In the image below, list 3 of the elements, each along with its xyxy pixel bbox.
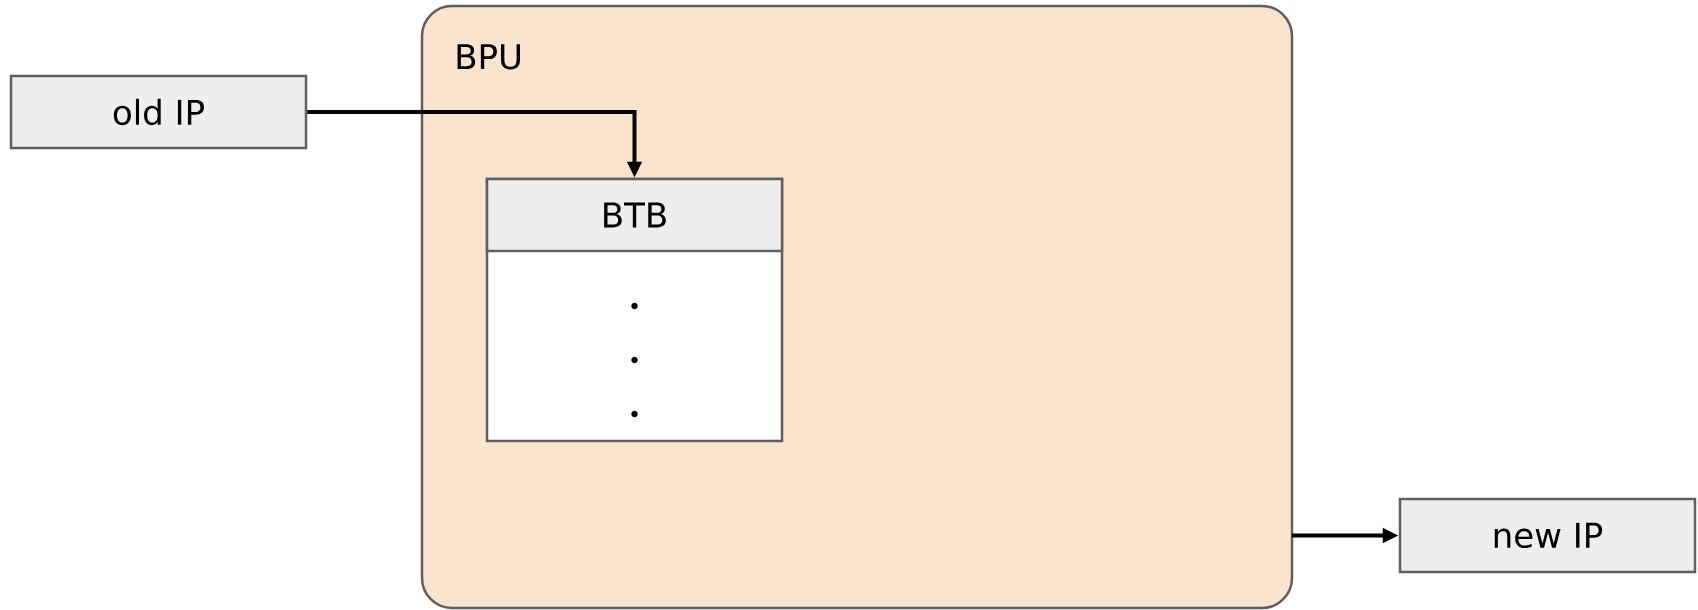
label-box: old IP: [9, 74, 308, 150]
table-box: BTB: [485, 177, 784, 443]
label-box: new IP: [1398, 497, 1697, 574]
